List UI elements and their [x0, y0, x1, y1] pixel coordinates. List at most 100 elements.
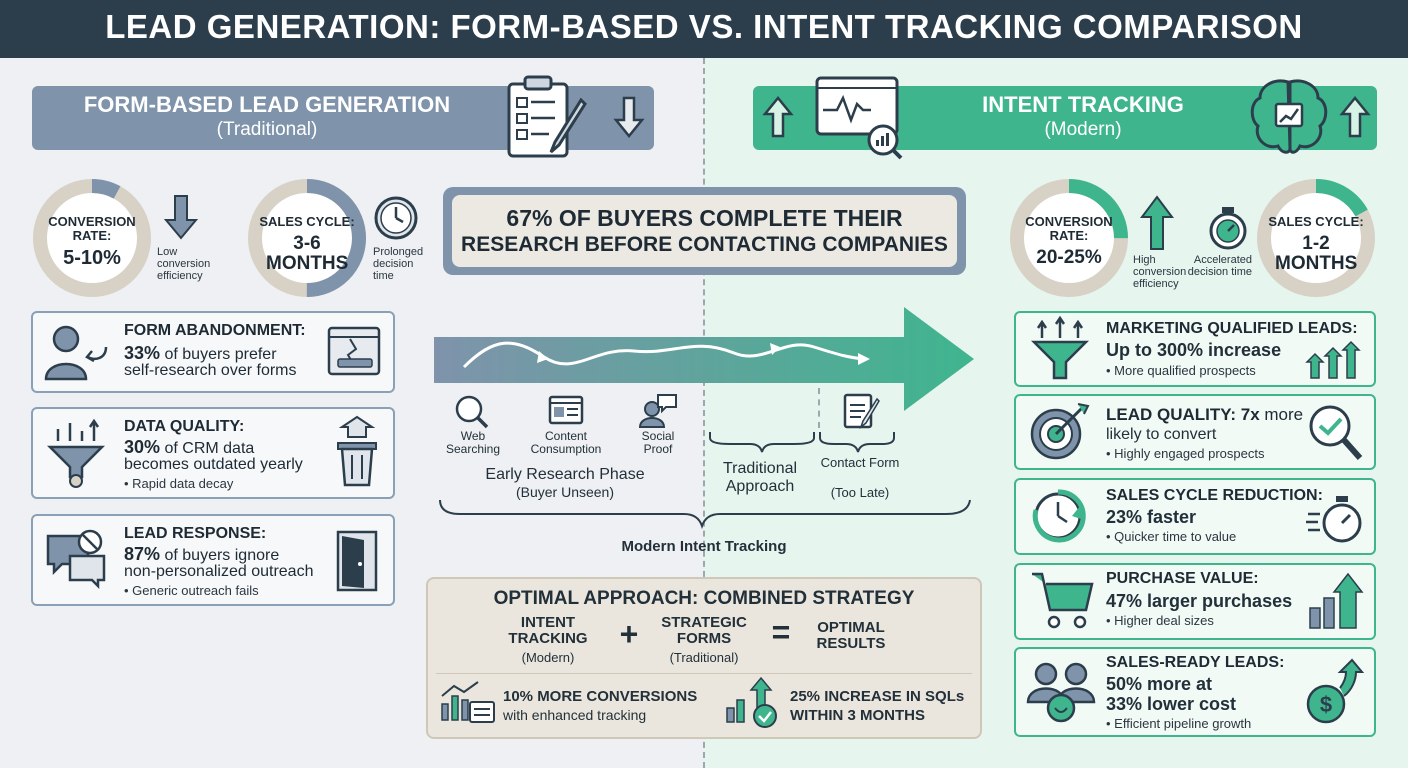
contact-form-icon [843, 393, 880, 430]
form-abandonment-stat: 33% [124, 343, 161, 363]
conversion-rate-value: 20-25% [1036, 247, 1102, 268]
data-quality-stat: 30% [124, 437, 161, 457]
form-abandonment-text-b: self-research over forms [124, 362, 297, 379]
sales-cycle-value: 1-2 MONTHS [1275, 233, 1358, 274]
broken-form-icon [327, 326, 381, 376]
lead-quality-line: LEAD QUALITY: 7x more [1106, 405, 1303, 425]
highlight-line-1: 67% OF BUYERS COMPLETE THEIR [506, 205, 903, 231]
metric-2-title: 25% INCREASE IN SQLs [790, 688, 965, 705]
sales-cycle-ring [248, 179, 366, 297]
optimal-separator [436, 673, 972, 674]
metric-2-sub: WITHIN 3 MONTHS [790, 707, 925, 724]
rising-arrows-icon [1305, 340, 1361, 379]
social-icon [638, 394, 677, 428]
funnel-icon [46, 418, 106, 488]
conversion-rate-label: CONVERSION RATE: [48, 214, 136, 243]
dollar-growth-icon: $ [1306, 658, 1365, 724]
clock-icon [374, 196, 418, 240]
lead-response-title: LEAD RESPONSE: [124, 525, 267, 542]
up-arrow-icon [1339, 96, 1371, 138]
magnifier-check-icon [1309, 405, 1363, 460]
mql-line: Up to 300% increase [1106, 340, 1282, 360]
optimal-intent-sub: (Modern) [521, 650, 575, 665]
title-bar [0, 0, 1408, 58]
cart-icon [1032, 572, 1094, 629]
clock-arrow-icon [1032, 489, 1086, 543]
center-divider [703, 58, 705, 768]
optimal-forms: STRATEGIC FORMS [661, 614, 747, 647]
form-abandonment-text: 33% of buyers prefer [124, 343, 277, 364]
sales-cycle-reduction-note: • Quicker time to value [1106, 529, 1237, 544]
stopwatch-icon [1306, 496, 1362, 543]
lead-quality-title: LEAD QUALITY: [1106, 405, 1237, 424]
sales-cycle-ring [1257, 179, 1375, 297]
early-research-phase: Early Research Phase [485, 466, 645, 483]
journey-brackets [439, 432, 971, 530]
intent-tracking-subtitle: (Modern) [1044, 119, 1122, 140]
metric-1-sub: with enhanced tracking [503, 707, 647, 723]
door-icon [336, 530, 378, 592]
purchase-value-note: • Higher deal sizes [1106, 613, 1214, 628]
contact-form-sub: (Too Late) [830, 485, 890, 500]
up-arrow-icon [1140, 195, 1174, 250]
up-arrow-icon [762, 96, 794, 138]
data-quality-text-a: of CRM data [160, 440, 255, 457]
optimal-approach-box [426, 577, 982, 739]
trash-icon [337, 415, 377, 487]
highlight-inner [452, 195, 957, 267]
sales-cycle-value: 3-6 MONTHS [266, 233, 349, 274]
contact-form-label: Contact Form [820, 455, 900, 470]
blocked-message-icon [46, 529, 106, 590]
sales-cycle-note: Accelerated decision time [1187, 254, 1252, 279]
step-content-consumption: Content Consumption [530, 429, 602, 457]
content-icon [548, 395, 584, 425]
optimal-title: OPTIMAL APPROACH: COMBINED STRATEGY [493, 588, 915, 609]
step-social-proof: Social Proof [641, 429, 675, 457]
lead-quality-line-2: likely to convert [1106, 426, 1217, 443]
brain-chart-icon [1250, 79, 1328, 154]
lead-response-stat: 87% [124, 544, 161, 564]
web-search-icon [455, 395, 489, 429]
analytics-monitor-icon [815, 76, 903, 160]
lead-quality-more: more [1259, 405, 1304, 424]
purchase-value-line: 47% larger purchases [1106, 591, 1293, 611]
lead-response-text-a: of buyers ignore [160, 547, 280, 564]
svg-text:$: $ [1320, 692, 1332, 717]
early-research-phase-sub: (Buyer Unseen) [515, 484, 615, 500]
optimal-intent: INTENT TRACKING [508, 614, 588, 647]
data-quality-text: 30% of CRM data [124, 437, 254, 458]
highlight-line-2: RESEARCH BEFORE CONTACTING COMPANIES [461, 233, 948, 256]
form-based-subtitle: (Traditional) [216, 119, 318, 140]
lead-response-text: 87% of buyers ignore [124, 544, 279, 565]
lead-response-text-b: non-personalized outreach [124, 563, 314, 580]
conversion-rate-label: CONVERSION RATE: [1025, 214, 1113, 243]
sales-ready-leads-line-2: 33% lower cost [1106, 694, 1237, 714]
people-icon [1026, 662, 1096, 723]
conversion-rate-ring [1010, 179, 1128, 297]
mql-note: • More qualified prospects [1106, 363, 1256, 378]
metric-1-title: 10% MORE CONVERSIONS [503, 688, 698, 705]
sales-cycle-reduction-title: SALES CYCLE REDUCTION: [1106, 487, 1323, 504]
purchase-value-title: PURCHASE VALUE: [1106, 570, 1259, 587]
sales-cycle-label: SALES CYCLE: [259, 214, 355, 229]
form-stage-marker [818, 388, 820, 428]
conversion-rate-value: 5-10% [63, 247, 121, 269]
user-return-icon [44, 325, 108, 381]
intent-tracking-title: INTENT TRACKING [982, 92, 1184, 117]
clipboard-pen-icon [507, 75, 587, 158]
equals-sign: = [771, 614, 791, 650]
traditional-approach: Traditional Approach [722, 460, 798, 496]
down-arrow-icon [613, 96, 645, 138]
step-web-searching: Web Searching [445, 429, 501, 457]
conversion-rate-note: High conversion efficiency [1133, 254, 1187, 291]
stopwatch-icon [1209, 207, 1247, 250]
conversion-rate-ring [33, 179, 151, 297]
lead-quality-note: • Highly engaged prospects [1106, 446, 1265, 461]
sales-ready-leads-note: • Efficient pipeline growth [1106, 716, 1252, 731]
lead-response-note: • Generic outreach fails [124, 583, 259, 598]
buyer-journey-arrow [434, 307, 974, 411]
optimal-forms-sub: (Traditional) [669, 650, 739, 665]
optimal-result: OPTIMAL RESULTS [816, 619, 886, 652]
sales-cycle-label: SALES CYCLE: [1268, 214, 1364, 229]
form-based-title: FORM-BASED LEAD GENERATION [83, 92, 451, 117]
